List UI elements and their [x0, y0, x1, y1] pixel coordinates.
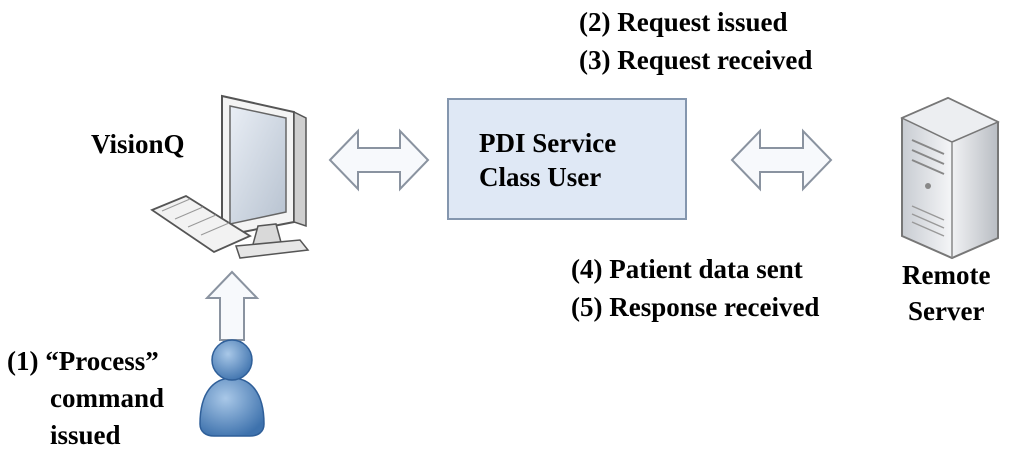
server-tower-icon: [900, 96, 1000, 260]
step1-label-line1: (1) “Process”: [7, 346, 159, 376]
double-arrow-icon: [328, 128, 430, 192]
pdi-box-label: PDI Service Class User: [479, 126, 616, 194]
computer-icon: [150, 94, 310, 259]
remote-server-label-line1: Remote: [902, 260, 991, 290]
pdi-service-class-user-box: PDI Service Class User: [447, 98, 687, 220]
pdi-label-line2: Class User: [479, 162, 602, 192]
step5-label: (5) Response received: [571, 292, 820, 322]
up-arrow-icon: [204, 270, 260, 341]
step2-label: (2) Request issued: [579, 7, 788, 37]
remote-server-label-line2: Server: [908, 296, 985, 326]
step1-label-line2: command: [50, 383, 164, 413]
step1-label-line3: issued: [50, 420, 121, 450]
visionq-label: VisionQ: [91, 129, 185, 159]
step4-label: (4) Patient data sent: [571, 254, 803, 284]
person-icon: [199, 339, 265, 437]
step3-label: (3) Request received: [579, 45, 813, 75]
pdi-label-line1: PDI Service: [479, 128, 617, 158]
double-arrow-icon: [730, 128, 833, 192]
